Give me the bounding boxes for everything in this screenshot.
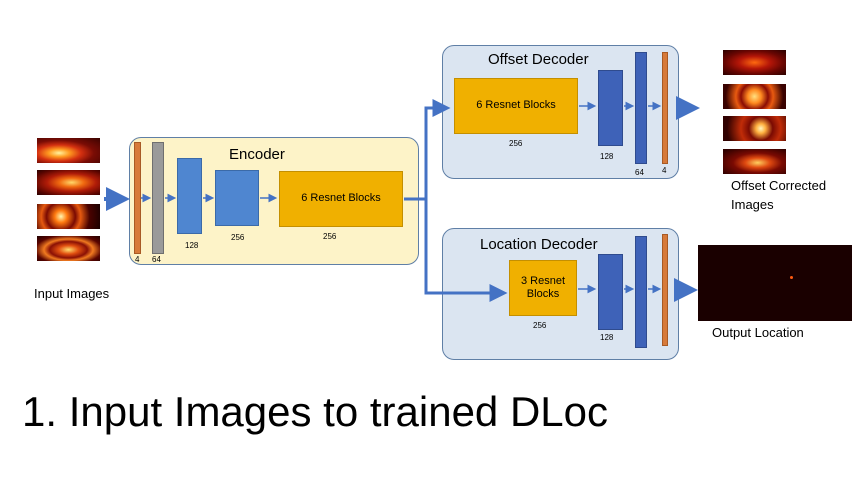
offset-decoder-title: Offset Decoder <box>488 51 589 68</box>
encoder-resnet-dim: 256 <box>323 232 337 241</box>
offset-output-image-3 <box>723 116 786 141</box>
location-resnet-dim: 256 <box>533 321 547 330</box>
offset-output-image-4 <box>723 149 786 174</box>
offset-dim-128: 128 <box>600 152 614 161</box>
encoder-dim-128: 128 <box>185 241 199 250</box>
encoder-dim-64: 64 <box>152 255 161 264</box>
slide-title: 1. Input Images to trained DLoc <box>22 388 609 435</box>
encoder-conv-128 <box>177 158 202 234</box>
offset-resnet-blocks <box>454 78 578 134</box>
encoder-input-bar <box>134 142 141 254</box>
location-resnet-label: 3 Resnet Blocks <box>520 274 566 300</box>
encoder-resnet-label: 6 Resnet Blocks <box>301 192 381 205</box>
encoder-resnet-blocks <box>279 171 403 227</box>
input-images-label: Input Images <box>34 286 110 301</box>
location-output-dot <box>790 276 793 279</box>
offset-resnet-label: 6 Resnet Blocks <box>476 99 556 112</box>
input-image-4 <box>37 236 100 261</box>
location-dim-128: 128 <box>600 333 614 342</box>
encoder-title: Encoder <box>229 146 285 163</box>
location-conv-128 <box>598 254 623 330</box>
offset-conv-64 <box>635 52 647 164</box>
encoder-dim-256: 256 <box>231 233 245 242</box>
location-conv-64 <box>635 236 647 348</box>
encoder-dim-4: 4 <box>135 255 140 264</box>
location-output-image <box>698 245 852 321</box>
location-output-bar <box>662 234 668 346</box>
location-output-label: Output Location <box>712 325 804 340</box>
offset-resnet-dim: 256 <box>509 139 523 148</box>
offset-conv-128 <box>598 70 623 146</box>
input-image-3 <box>37 204 100 229</box>
offset-dim-4: 4 <box>662 166 667 175</box>
offset-output-bar <box>662 52 668 164</box>
offset-output-image-1 <box>723 50 786 75</box>
offset-output-image-2 <box>723 84 786 109</box>
input-image-2 <box>37 170 100 195</box>
encoder-conv-256 <box>215 170 259 226</box>
input-image-1 <box>37 138 100 163</box>
offset-dim-64: 64 <box>635 168 644 177</box>
location-decoder-title: Location Decoder <box>480 236 598 253</box>
offset-output-label: Offset Corrected Images <box>731 178 827 212</box>
flow-arrows <box>104 96 700 302</box>
location-resnet-blocks <box>509 260 577 316</box>
encoder-conv-64 <box>152 142 164 254</box>
